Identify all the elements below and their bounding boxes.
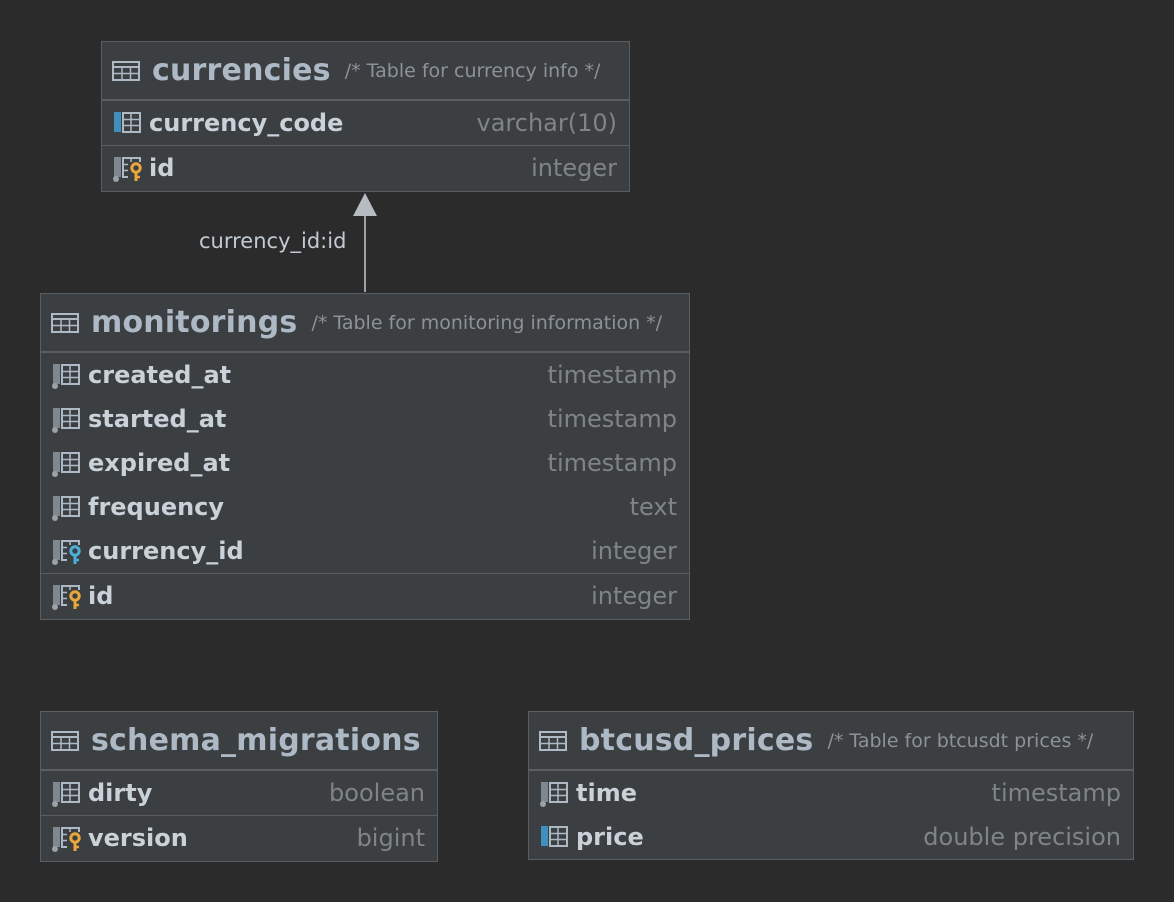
column-name: expired_at (88, 449, 231, 477)
table-currencies[interactable]: currencies/* Table for currency info */c… (101, 41, 630, 192)
keys-section: id integer (41, 573, 689, 618)
table-header[interactable]: monitorings /* Table for monitoring infor… (41, 294, 689, 352)
column-name: started_at (88, 405, 227, 433)
column-name: id (88, 582, 114, 610)
column-icon (112, 109, 144, 137)
column-type: timestamp (547, 449, 677, 477)
not-null-column-icon (539, 779, 571, 807)
table-icon (112, 60, 140, 82)
column-type: varchar(10) (476, 109, 618, 137)
table-header[interactable]: btcusd_prices /* Table for btcusdt prices… (529, 712, 1133, 770)
column-icon (539, 823, 571, 851)
relation-label: currency_id:id (199, 229, 347, 253)
table-comment: /* Table for monitoring information */ (311, 311, 663, 334)
keys-section: id integer (102, 145, 629, 190)
column-row[interactable]: dirty boolean (41, 771, 437, 815)
table-comment: /* Table for btcusdt prices */ (827, 729, 1094, 752)
relation-arrowhead (353, 193, 377, 216)
column-type: bigint (356, 824, 425, 852)
not-null-column-icon (51, 779, 83, 807)
table-icon (51, 730, 79, 752)
column-type: text (629, 493, 677, 521)
column-name: dirty (88, 779, 153, 807)
table-name: monitorings (91, 305, 298, 340)
table-btcusd-prices[interactable]: btcusd_prices /* Table for btcusdt prices… (528, 711, 1134, 860)
column-name: id (149, 154, 175, 182)
table-icon (539, 730, 567, 752)
column-row[interactable]: currency_id integer (41, 529, 689, 573)
column-row[interactable]: price double precision (529, 815, 1133, 859)
table-header[interactable]: schema_migrations (41, 712, 437, 770)
column-type: timestamp (547, 361, 677, 389)
column-type: boolean (329, 779, 425, 807)
column-type: integer (531, 154, 617, 182)
column-row[interactable]: time timestamp (529, 771, 1133, 815)
column-row[interactable]: created_at timestamp (41, 353, 689, 397)
column-name: price (576, 823, 644, 851)
not-null-column-icon (51, 405, 83, 433)
primary-key-column-icon (51, 582, 83, 610)
column-type: integer (591, 582, 677, 610)
not-null-column-icon (51, 449, 83, 477)
table-name: currencies (152, 53, 331, 88)
column-row[interactable]: id integer (102, 146, 629, 190)
foreign-key-column-icon (51, 537, 83, 565)
column-name: currency_id (88, 537, 244, 565)
column-type: integer (591, 537, 677, 565)
column-name: created_at (88, 361, 232, 389)
not-null-column-icon (51, 493, 83, 521)
column-row[interactable]: version bigint (41, 816, 437, 860)
not-null-column-icon (51, 361, 83, 389)
table-icon (51, 312, 79, 334)
columns-section: currency_code varchar(10) (102, 100, 629, 145)
column-name: version (88, 824, 188, 852)
column-row[interactable]: frequency text (41, 485, 689, 529)
column-row[interactable]: started_at timestamp (41, 397, 689, 441)
columns-section: time timestamp price double precision (529, 770, 1133, 859)
column-row[interactable]: expired_at timestamp (41, 441, 689, 485)
column-type: timestamp (991, 779, 1121, 807)
column-type: timestamp (547, 405, 677, 433)
primary-key-column-icon (112, 154, 144, 182)
column-name: frequency (88, 493, 225, 521)
table-header[interactable]: currencies /* Table for currency info */ (102, 42, 629, 100)
column-row[interactable]: currency_code varchar(10) (102, 101, 629, 145)
column-name: time (576, 779, 637, 807)
column-name: currency_code (149, 109, 344, 137)
table-monitorings[interactable]: monitorings /* Table for monitoring infor… (40, 293, 690, 620)
table-name: schema_migrations (91, 723, 421, 758)
primary-key-column-icon (51, 824, 83, 852)
columns-section: dirty boolean (41, 770, 437, 815)
keys-section: version bigint (41, 815, 437, 860)
table-name: btcusd_prices (579, 723, 814, 758)
table-comment: /* Table for currency info */ (344, 59, 601, 82)
column-row[interactable]: id integer (41, 574, 689, 618)
column-type: double precision (923, 823, 1121, 851)
